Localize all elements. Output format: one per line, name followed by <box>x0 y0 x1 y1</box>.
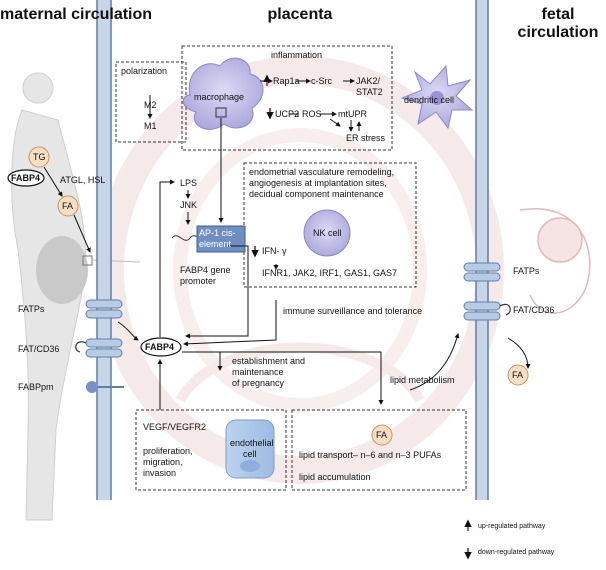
lipid-accumulation-label: lipid accumulation <box>299 472 371 482</box>
polarization-title: polarization <box>121 66 168 76</box>
legend-down-label: down-regulated pathway <box>478 549 555 556</box>
fa-label-lipid: FA <box>376 430 388 440</box>
lipid-transport-label: lipid transport– n–6 and n–3 PUFAs <box>299 450 442 460</box>
fatps-label-fetal: FATPs <box>513 266 540 276</box>
fa-circle-lipid <box>371 424 393 446</box>
immune-label: immune surveillance and tolerance <box>283 306 423 316</box>
maternal-silhouette <box>11 72 88 521</box>
fabp4-oval-center <box>140 337 182 357</box>
fatps-label-maternal: FATPs <box>18 304 45 314</box>
rap1a-label: Rap1a <box>273 76 300 86</box>
jnk-label: JNK <box>180 200 198 210</box>
genes-label: IFNR1, JAK2, IRF1, GAS1, GAS7 <box>262 268 398 278</box>
tg-circle <box>28 146 50 168</box>
pregnancy-label-2: maintenance <box>232 367 284 377</box>
pregnancy-label-1: establishment and <box>232 356 306 366</box>
nk-box-line2: angiogenesis at implantation sites, <box>249 178 387 188</box>
fabp4-label-center: FABP4 <box>145 342 175 352</box>
fetal-silhouette <box>519 207 591 314</box>
maternal-header: maternal circulation <box>0 6 152 24</box>
jak2-label: JAK2/ <box>356 76 381 86</box>
fa-label-maternal: FA <box>62 201 74 211</box>
mtupr-label: mtUPR <box>338 109 367 119</box>
lipid-box <box>291 409 467 491</box>
nk-box-line3: decidual component maintenance <box>249 189 384 199</box>
fatps-transporter-maternal <box>85 299 123 319</box>
fat-cd36-transporter-maternal <box>75 338 123 358</box>
promoter-label-1: FABP4 gene <box>180 265 231 275</box>
fabp4-label-maternal: FABP4 <box>11 173 41 183</box>
dendritic-label: dendritic cell <box>404 95 455 105</box>
invasion-label: invasion <box>143 468 177 478</box>
endothelial-cell-label-1: endothelial <box>230 438 274 448</box>
maternal-membrane <box>96 0 112 500</box>
maternal-header-text: maternal circulation <box>0 6 153 23</box>
placenta-header: placenta <box>267 6 333 23</box>
dendritic-cell <box>400 64 474 130</box>
tg-label: TG <box>33 152 46 162</box>
fatps-transporter-fetal <box>463 262 501 282</box>
lps-label: LPS <box>180 178 198 188</box>
macrophage-label: macrophage <box>194 92 245 102</box>
legend-up-label: up-regulated pathway <box>478 523 546 530</box>
fa-label-fetal: FA <box>512 370 524 380</box>
migration-label: migration, <box>143 457 183 467</box>
arrows <box>43 78 531 410</box>
m1-label: M1 <box>144 121 157 131</box>
fetal-header: fetal circulation <box>517 6 599 41</box>
inflammation-title: inflammation <box>271 50 323 60</box>
fat-cd36-label-maternal: FAT/CD36 <box>18 344 60 354</box>
pregnancy-label-3: of pregnancy <box>232 378 285 388</box>
ifn-label: IFN- γ <box>262 246 287 256</box>
ros-label: ROS <box>302 109 322 119</box>
endothelial-box <box>135 409 287 491</box>
stat2-label: STAT2 <box>356 87 383 97</box>
fabp4-oval-maternal <box>7 169 45 187</box>
nk-cell-label: NK cell <box>313 228 342 238</box>
fetal-membrane <box>475 0 489 500</box>
vegf-label: VEGF/VEGFR2 <box>143 422 207 432</box>
fat-cd36-label-fetal: FAT/CD36 <box>513 305 555 315</box>
proliferation-label: proliferation, <box>143 446 193 456</box>
fa-circle-fetal <box>507 364 529 386</box>
macrophage-cell <box>182 57 264 130</box>
fa-circle-maternal <box>57 195 79 217</box>
inflammation-box <box>181 45 393 151</box>
m2-label: M2 <box>144 100 157 110</box>
fat-cd36-transporter-fetal <box>463 301 511 321</box>
ap1-element <box>171 225 246 253</box>
endothelial-cell-label-2: cell <box>243 449 257 459</box>
lipid-metabolism-label: lipid metabolism <box>390 375 455 385</box>
ap1-label-1: AP-1 cis- <box>199 228 236 238</box>
fabppm-label: FABPpm <box>18 382 54 392</box>
regulation-arrows <box>251 74 472 560</box>
csrc-label: c-Src <box>311 76 332 86</box>
endothelial-cell <box>225 419 275 479</box>
nk-cell <box>303 209 351 257</box>
er-stress-label: ER stress <box>346 133 386 143</box>
atgl-hsl-label: ATGL, HSL <box>60 175 106 185</box>
ucp2-label: UCP2 <box>275 109 300 119</box>
nk-box-line1: endometrial vasculature remodeling, <box>249 167 395 177</box>
nk-box <box>243 162 417 288</box>
ap1-label-2: element <box>199 239 232 249</box>
fabppm-transporter <box>86 381 124 393</box>
promoter-label-2: promoter <box>180 276 217 286</box>
